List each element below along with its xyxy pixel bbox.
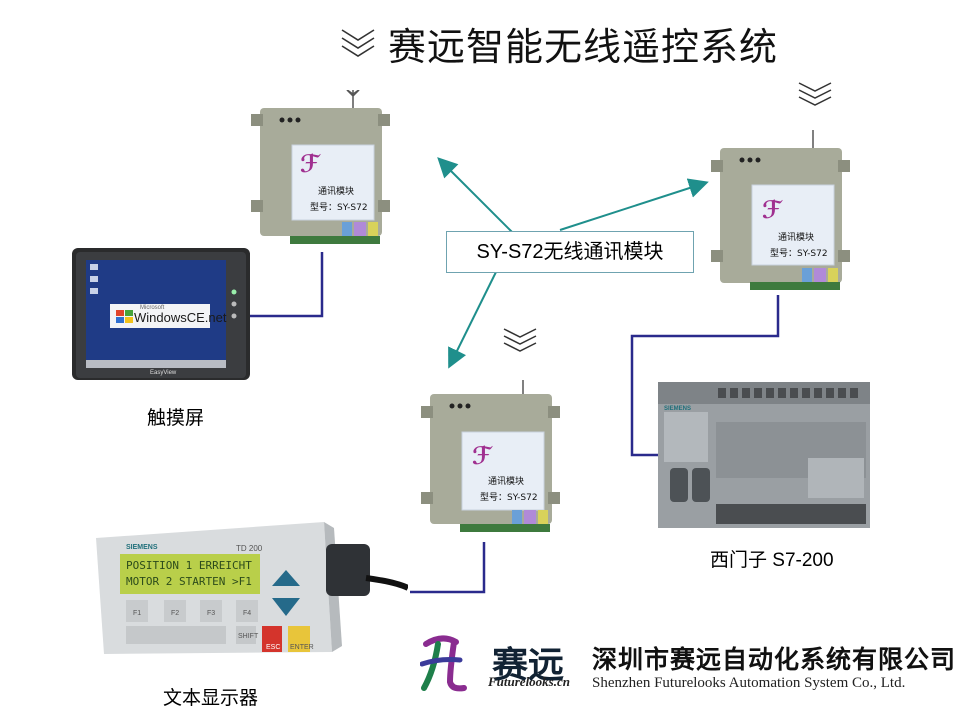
lcd-line-1: POSITION 1 ERREICHT bbox=[126, 559, 252, 572]
lcd-line-2: MOTOR 2 STARTEN >F1 bbox=[126, 575, 252, 588]
key-enter[interactable]: ENTER bbox=[290, 644, 314, 651]
key-shift[interactable]: SHIFT bbox=[238, 633, 259, 640]
text-display: SIEMENS TD 200 POSITION 1 ERREICHT MOTOR… bbox=[96, 522, 410, 654]
text-display-model: TD 200 bbox=[236, 544, 263, 553]
module-label-bottom: 型号：SY-S72 bbox=[770, 249, 828, 259]
module-label-bottom: 型号：SY-S72 bbox=[310, 203, 368, 213]
arrow-to-module-a bbox=[437, 157, 513, 233]
antenna-icon bbox=[341, 29, 375, 57]
module-label-top: 通讯模块 bbox=[778, 233, 815, 243]
antenna-icon bbox=[503, 328, 537, 352]
touchscreen-body bbox=[72, 248, 250, 380]
caption-touchscreen: 触摸屏 bbox=[147, 407, 205, 429]
wireless-module: ℱ 通讯模块 型号：SY-S72 bbox=[710, 90, 850, 295]
module-logo: ℱ bbox=[472, 442, 492, 470]
module-logo: ℱ bbox=[762, 196, 782, 224]
wire-text-display bbox=[410, 542, 486, 594]
module-label-top: 通讯模块 bbox=[488, 477, 525, 487]
module-callout: SY-S72无线通讯模块 bbox=[446, 231, 694, 273]
plc: SIEMENS bbox=[658, 382, 870, 528]
company-name-cn: 深圳市赛远自动化系统有限公司 bbox=[592, 645, 957, 674]
wireless-module: ℱ 通讯模块 型号：SY-S72 bbox=[250, 85, 390, 250]
module-body bbox=[421, 344, 560, 532]
plc-body bbox=[658, 382, 870, 528]
key-f2[interactable]: F2 bbox=[171, 610, 180, 617]
key-f4[interactable]: F4 bbox=[243, 610, 252, 617]
wire-plc bbox=[630, 295, 780, 457]
caption-plc: 西门子 S7-200 bbox=[710, 550, 834, 571]
plc-brand: SIEMENS bbox=[664, 406, 692, 412]
screen-logo-prefix: Microsoft bbox=[140, 305, 165, 311]
company-logo-icon bbox=[420, 635, 467, 692]
arrow-to-module-b bbox=[559, 178, 709, 231]
module-body bbox=[251, 85, 390, 244]
key-f1[interactable]: F1 bbox=[133, 610, 142, 617]
screen-logo: WindowsCE.net bbox=[134, 310, 227, 325]
key-esc[interactable]: ESC bbox=[266, 644, 281, 651]
module-label-bottom: 型号：SY-S72 bbox=[480, 493, 538, 503]
module-body bbox=[711, 90, 850, 290]
brand-name-en: Futurelooks.cn bbox=[488, 674, 570, 689]
brand-name-cn: 赛远 bbox=[492, 644, 565, 686]
antenna-icon bbox=[798, 82, 832, 106]
caption-text-display: 文本显示器 bbox=[163, 687, 259, 709]
text-display-brand: SIEMENS bbox=[126, 544, 158, 551]
bezel-brand: EasyView bbox=[150, 370, 177, 376]
wireless-module: ℱ 通讯模块 型号：SY-S72 bbox=[420, 344, 560, 540]
module-logo: ℱ bbox=[300, 150, 320, 178]
text-display-body bbox=[96, 522, 410, 654]
wire-touchscreen bbox=[248, 252, 324, 318]
key-f3[interactable]: F3 bbox=[207, 610, 216, 617]
arrow-to-module-c bbox=[448, 271, 497, 369]
module-label-top: 通讯模块 bbox=[318, 187, 355, 197]
page-title: 赛远智能无线遥控系统 bbox=[388, 25, 779, 69]
company-name-en: Shenzhen Futurelooks Automation System C… bbox=[592, 675, 906, 691]
touchscreen: Microsoft WindowsCE.net EasyView bbox=[72, 248, 250, 384]
